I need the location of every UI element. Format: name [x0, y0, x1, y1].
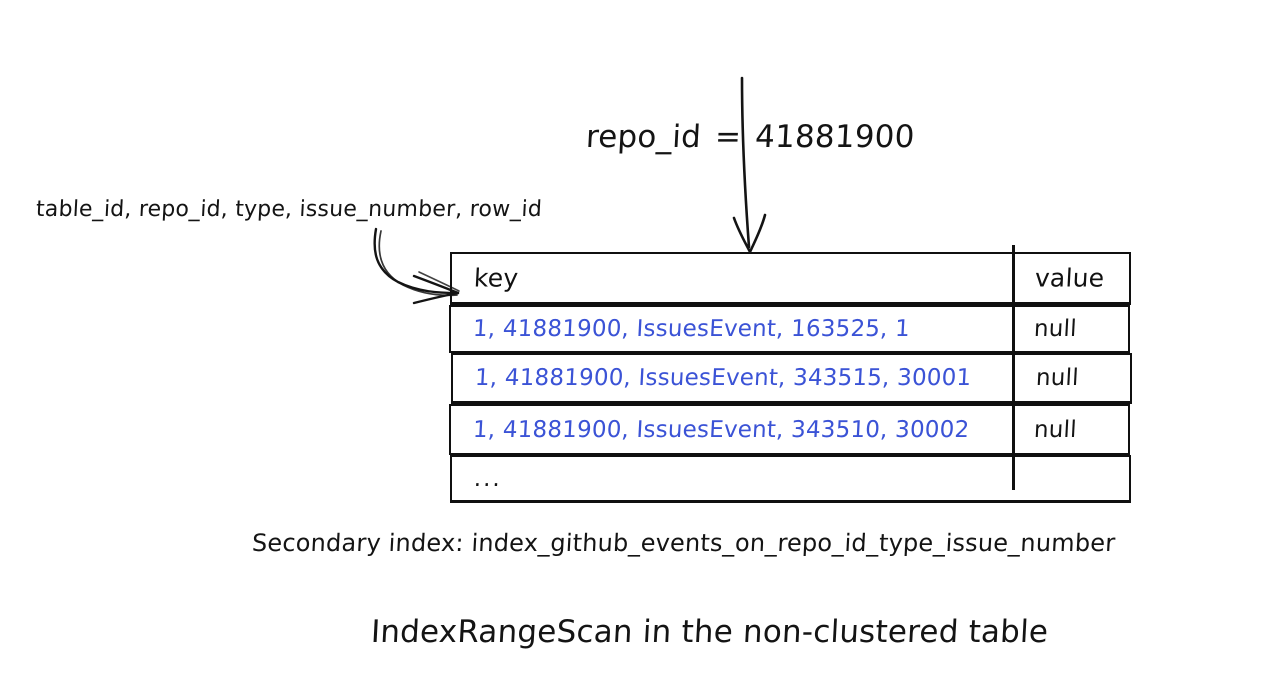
cell-value: null: [1035, 365, 1080, 391]
table-row: 1, 41881900, IssuesEvent, 343510, 30002 …: [449, 404, 1130, 455]
predicate-pointer-arrow: [732, 76, 767, 254]
column-header-key: key: [473, 263, 520, 293]
cell-value: null: [1033, 416, 1078, 443]
predicate-column: repo_id: [585, 119, 702, 155]
cell-value: null: [1033, 316, 1078, 342]
predicate-label: repo_id = 41881900: [585, 118, 916, 156]
key-value-column-divider: [1012, 245, 1015, 490]
cell-key: 1, 41881900, IssuesEvent, 343510, 30002: [472, 416, 970, 443]
index-columns-pointer-arrow: [373, 227, 460, 305]
table-row: 1, 41881900, IssuesEvent, 343515, 30001 …: [451, 353, 1132, 404]
table-row: 1, 41881900, IssuesEvent, 163525, 1 null: [449, 305, 1130, 353]
index-columns-label: table_id, repo_id, type, issue_number, r…: [35, 197, 543, 222]
table-header-row: key value: [450, 252, 1131, 305]
index-table: key value 1, 41881900, IssuesEvent, 1635…: [449, 252, 1132, 503]
column-header-value: value: [1034, 263, 1106, 293]
table-row-ellipsis: ...: [450, 455, 1131, 503]
predicate-literal: 41881900: [754, 119, 916, 155]
cell-key: ...: [473, 465, 503, 492]
plan-caption: IndexRangeScan in the non-clustered tabl…: [370, 614, 1050, 650]
predicate-operator: =: [714, 119, 743, 155]
cell-key: 1, 41881900, IssuesEvent, 163525, 1: [472, 316, 911, 342]
secondary-index-caption: Secondary index: index_github_events_on_…: [251, 529, 1117, 557]
cell-key: 1, 41881900, IssuesEvent, 343515, 30001: [474, 365, 972, 391]
